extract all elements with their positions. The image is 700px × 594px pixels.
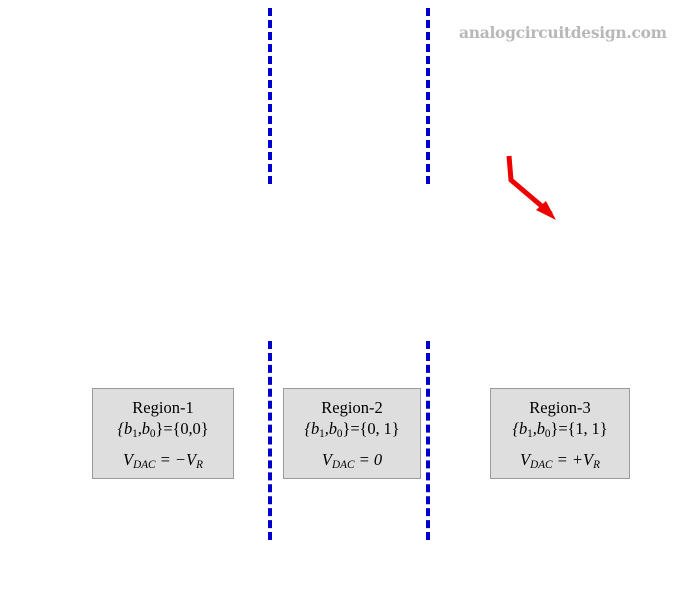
region-2-eq-sub: DAC [332, 458, 355, 471]
region-1-eq-rhs: = −V [155, 449, 197, 469]
region-2-eq-rhs: = 0 [354, 449, 383, 469]
region-3-bit-hi: 1 [527, 427, 533, 440]
region-1-eq-rhs-sub: R [196, 458, 203, 471]
region-3-bits-mid: ,b [532, 418, 545, 438]
region-divider-1-top [268, 8, 272, 184]
region-1-eq-sub: DAC [133, 458, 156, 471]
region-2-bits: {b1,b0}={0, 1} [304, 418, 399, 442]
region-1-bits-open: {b [117, 418, 133, 438]
region-2-bits-value: }={0, 1} [342, 418, 400, 438]
region-2-bits-open: {b [304, 418, 320, 438]
region-1-bits: {b1,b0}={0,0} [117, 418, 208, 442]
site-watermark: analogcircuitdesign.com [459, 23, 667, 42]
region-box-2: Region-2 {b1,b0}={0, 1} VDAC = 0 [283, 388, 421, 479]
region-3-eq-var: V [520, 449, 531, 469]
region-divider-2-top [426, 8, 430, 184]
region-3-eq-rhs-sub: R [593, 458, 600, 471]
region-divider-1-bottom [268, 341, 272, 540]
region-3-eq-sub: DAC [530, 458, 553, 471]
region-1-bits-value: }={0,0} [155, 418, 209, 438]
region-box-1: Region-1 {b1,b0}={0,0} VDAC = −VR [92, 388, 234, 479]
region-2-bits-mid: ,b [324, 418, 337, 438]
region-3-equation: VDAC = +VR [520, 450, 600, 472]
region-2-title: Region-2 [321, 397, 383, 417]
region-2-bit-lo: 0 [336, 427, 343, 440]
region-2-bit-hi: 1 [319, 427, 325, 440]
region-1-bit-lo: 0 [149, 427, 156, 440]
red-pointer-arrow [506, 155, 556, 220]
region-box-3: Region-3 {b1,b0}={1, 1} VDAC = +VR [490, 388, 630, 479]
region-1-bit-hi: 1 [132, 427, 138, 440]
region-3-bits-value: }={1, 1} [550, 418, 608, 438]
region-1-eq-var: V [123, 449, 134, 469]
region-1-bits-mid: ,b [137, 418, 150, 438]
region-divider-2-bottom [426, 341, 430, 540]
region-3-bits: {b1,b0}={1, 1} [512, 418, 607, 442]
region-3-bit-lo: 0 [544, 427, 551, 440]
region-2-eq-var: V [321, 449, 332, 469]
region-3-title: Region-3 [529, 397, 591, 417]
region-1-equation: VDAC = −VR [123, 450, 203, 472]
region-1-title: Region-1 [132, 397, 194, 417]
region-3-eq-rhs: = +V [552, 449, 594, 469]
region-2-equation: VDAC = 0 [322, 450, 382, 472]
region-3-bits-open: {b [512, 418, 528, 438]
